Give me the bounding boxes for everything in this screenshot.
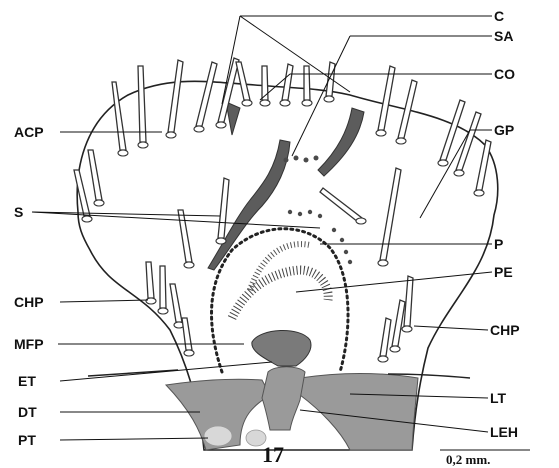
label-c: C	[494, 8, 504, 24]
label-pe: PE	[494, 264, 513, 280]
label-et: ET	[18, 373, 36, 389]
label-chp-right: CHP	[490, 322, 520, 338]
label-co: CO	[494, 66, 515, 82]
label-sa: SA	[494, 28, 513, 44]
label-s: S	[14, 204, 23, 220]
label-mfp: MFP	[14, 336, 44, 352]
figure-number: 17	[262, 442, 284, 467]
label-lt: LT	[490, 390, 507, 406]
label-pt: PT	[18, 432, 36, 448]
basal-line-left	[88, 370, 178, 376]
label-dt: DT	[18, 404, 37, 420]
label-gp: GP	[494, 122, 514, 138]
label-leh: LEH	[490, 424, 518, 440]
label-p: P	[494, 236, 503, 252]
label-acp: ACP	[14, 124, 44, 140]
scale-bar-label: 0,2 mm.	[446, 452, 490, 467]
lower-pale-area	[204, 426, 232, 446]
label-chp-left: CHP	[14, 294, 44, 310]
